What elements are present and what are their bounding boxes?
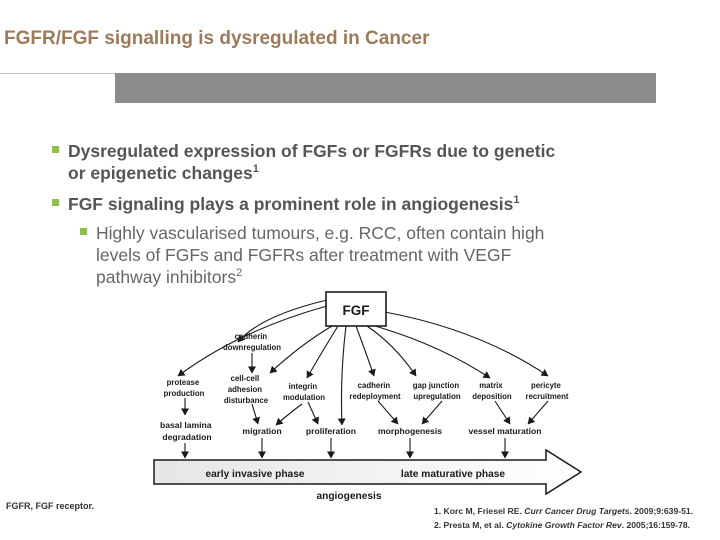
bullet-square-icon: [52, 146, 59, 153]
outcome-vessel-maturation: vessel maturation: [468, 426, 541, 436]
bullet-text: FGF signaling plays a prominent role in …: [68, 194, 514, 214]
reference-2: 2. Presta M, et al. Cytokine Growth Fact…: [434, 520, 691, 530]
slide-title: FGFR/FGF signalling is dysregulated in C…: [4, 28, 430, 49]
citation-sup: 2: [236, 267, 243, 280]
phase-bar-arrow: [153, 448, 583, 496]
bullet-square-icon: [52, 199, 59, 206]
node-protease-production: protease production: [164, 378, 205, 398]
bullet-text: levels of FGFs and FGFRs after treatment…: [96, 245, 512, 265]
phase-late-maturative: late maturative phase: [401, 469, 506, 480]
node-cadherin-redeployment: cadherin redeployment: [349, 381, 401, 401]
axis-label-angiogenesis: angiogenesis: [316, 491, 381, 502]
abbreviation-footnote: FGFR, FGF receptor.: [6, 501, 95, 511]
title-banner: [115, 73, 656, 103]
node-matrix-deposition: matrix deposition: [472, 381, 512, 401]
title-divider: [0, 73, 115, 74]
reference-1: 1. Korc M, Friesel RE. Curr Cancer Drug …: [434, 506, 694, 516]
bullet-text: pathway inhibitors: [96, 267, 237, 287]
phase-early-invasive: early invasive phase: [205, 469, 304, 480]
node-cadherin-downregulation: cadherin downregulation: [223, 332, 281, 352]
bullet-text: or epigenetic changes: [68, 163, 253, 183]
bullet-item-1: Dysregulated expression of FGFs or FGFRs…: [68, 140, 668, 184]
bullet-item-2: FGF signaling plays a prominent role in …: [68, 193, 668, 215]
node-cell-cell-adhesion: cell-cell adhesion disturbance: [224, 374, 269, 405]
outcome-proliferation: proliferation: [306, 426, 356, 436]
bullet-text: Highly vascularised tumours, e.g. RCC, o…: [96, 223, 545, 243]
bullet-text: Dysregulated expression of FGFs or FGFRs…: [68, 141, 556, 161]
secondary-arrows: [181, 353, 549, 426]
fgf-label: FGF: [343, 303, 370, 318]
fgf-arrows: [177, 299, 549, 426]
outcome-migration: migration: [242, 426, 281, 436]
outcome-basal-lamina: basal lamina degradation: [160, 420, 214, 442]
node-pericyte-recruitment: pericyte recruitment: [526, 381, 569, 401]
node-integrin-modulation: integrin modulation: [283, 382, 325, 402]
node-gap-junction: gap junction upregulation: [413, 381, 462, 401]
sub-bullet-square-icon: [80, 228, 87, 235]
references: 1. Korc M, Friesel RE. Curr Cancer Drug …: [434, 504, 693, 532]
citation-sup: 1: [513, 194, 520, 207]
phase-arrows: [181, 438, 509, 459]
outcome-morphogenesis: morphogenesis: [378, 426, 442, 436]
bullet-item-3: Highly vascularised tumours, e.g. RCC, o…: [96, 222, 676, 288]
citation-sup: 1: [252, 163, 259, 176]
